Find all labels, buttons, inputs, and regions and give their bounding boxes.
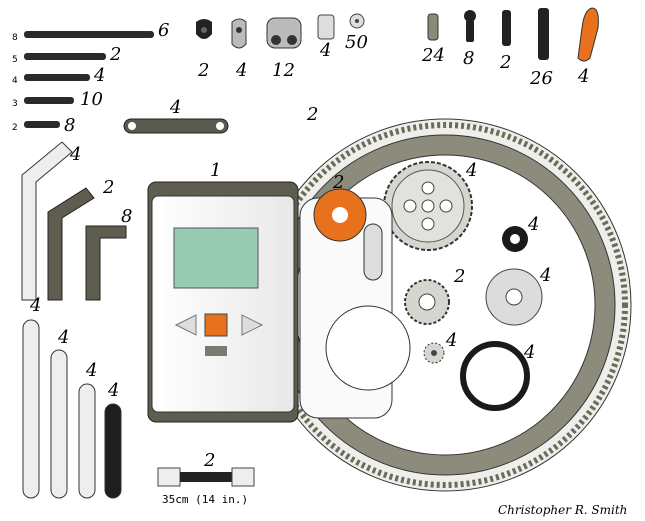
pin-gray: 24 [421, 13, 445, 66]
link-beam: 4 [123, 97, 229, 134]
qty-gear-24: 2 [453, 266, 465, 287]
qty-motor: 2 [332, 172, 344, 193]
qty-pin-gray: 24 [421, 45, 445, 66]
bent-beam-small: 8 [85, 206, 132, 301]
qty-gear-40: 4 [465, 160, 477, 181]
qty-horn: 4 [577, 66, 589, 87]
qty-axle-8: 6 [158, 20, 169, 41]
wheel-hub: 4 [485, 265, 551, 326]
axle-connector: 4 [231, 18, 247, 81]
qty-beam-9: 4 [107, 380, 119, 401]
gear-24-tooth: 2 [404, 266, 465, 325]
qty-axle-2: 8 [64, 115, 75, 136]
axle-length-label: 3 [12, 99, 18, 109]
axle-8: 8 6 [12, 20, 169, 43]
qty-pin-long: 26 [529, 68, 553, 89]
qty-bent-beam-large: 4 [69, 144, 81, 165]
qty-axle-5: 2 [109, 44, 121, 65]
rubber-ring: 4 [460, 341, 535, 411]
axle-2: 2 8 [12, 115, 75, 136]
angle-connector: 2 [196, 19, 212, 81]
qty-bushing: 4 [319, 40, 331, 61]
axle-4: 4 4 [12, 65, 105, 86]
axle-3: 3 10 [12, 89, 103, 110]
double-connector: 12 [266, 17, 302, 81]
beam-15: 4 [22, 295, 41, 499]
qty-bent-beam-medium: 2 [102, 177, 114, 198]
servo-motor: 2 [299, 172, 411, 419]
beam-9: 4 [104, 380, 122, 499]
qty-beam-13: 4 [57, 327, 69, 348]
qty-big-tire-ring: 4 [523, 342, 535, 363]
qty-bent-beam-small: 8 [121, 206, 132, 227]
qty-gear-8: 4 [445, 330, 457, 351]
axle-5: 5 2 [12, 44, 121, 65]
qty-wheel: 4 [539, 265, 551, 286]
axle-length-label: 8 [12, 33, 18, 43]
axle-length-label: 5 [12, 55, 18, 65]
pin-long: 26 [529, 8, 553, 89]
nxt-brick: 1 [147, 160, 299, 423]
qty-axle-3: 10 [80, 89, 103, 110]
connector-cable: 2 35cm (14 in.) [157, 450, 255, 506]
qty-tire: 4 [527, 214, 539, 235]
orange-horn: 4 [577, 7, 599, 87]
gear-40-tooth: 4 [383, 160, 477, 251]
bushing: 4 [317, 14, 335, 61]
qty-cable: 2 [203, 450, 215, 471]
bent-beam-medium: 2 [47, 177, 114, 301]
author-signature: Christopher R. Smith [498, 503, 627, 517]
pin-black: 2 [499, 10, 511, 73]
bent-beam-large: 4 [21, 141, 81, 301]
qty-angle-connector: 2 [197, 60, 209, 81]
qty-axle-connector: 4 [235, 60, 247, 81]
qty-nxt-brick: 1 [210, 160, 221, 181]
axle-length-label: 2 [12, 123, 18, 133]
beam-11: 4 [78, 360, 97, 499]
qty-turntable: 2 [306, 104, 318, 125]
qty-half-bushing: 50 [345, 32, 368, 53]
ball-joint: 8 [463, 10, 476, 69]
axle-length-label: 4 [12, 76, 18, 86]
small-tire: 4 [502, 214, 539, 252]
qty-axle-4: 4 [93, 65, 105, 86]
qty-link: 4 [169, 97, 181, 118]
gear-8-tooth: 4 [423, 330, 457, 364]
qty-beam-15: 4 [29, 295, 41, 316]
qty-pin-black: 2 [499, 52, 511, 73]
qty-beam-11: 4 [85, 360, 97, 381]
half-bushing: 50 [345, 13, 368, 53]
qty-ball-joint: 8 [463, 48, 474, 69]
beam-13: 4 [50, 327, 69, 499]
cable-length-label: 35cm (14 in.) [162, 493, 248, 506]
qty-double-connector: 12 [272, 60, 295, 81]
